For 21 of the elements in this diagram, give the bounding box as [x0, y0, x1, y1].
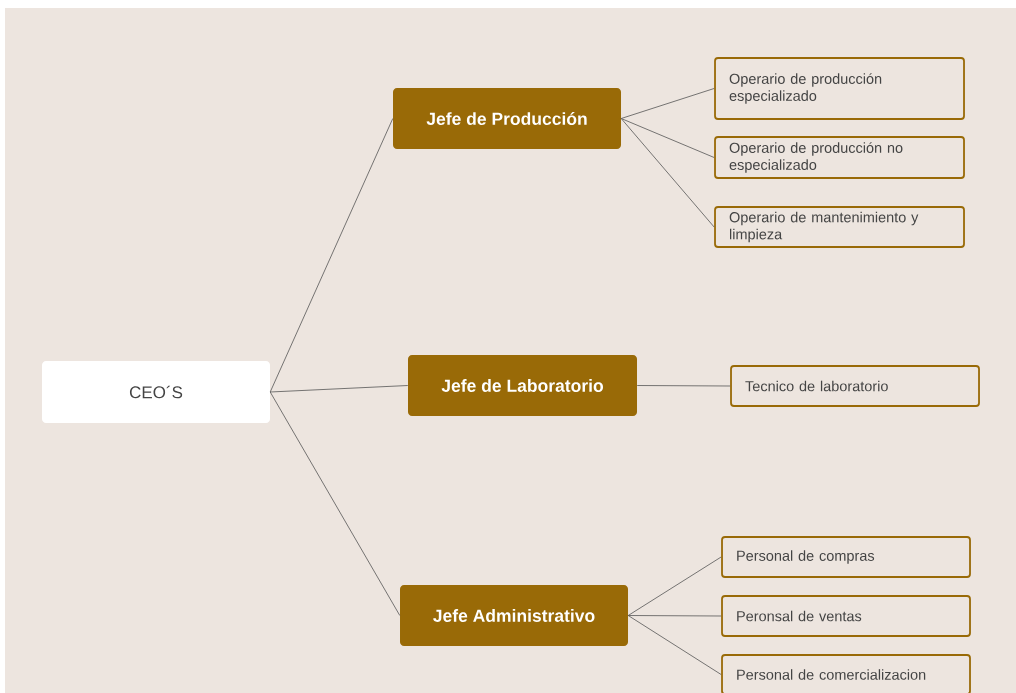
- connector-line: [627, 615, 722, 617]
- position-box: Personal de compras: [721, 536, 971, 578]
- role-box: Jefe de Producción: [393, 88, 621, 149]
- connector-line: [620, 118, 715, 228]
- connector-line: [269, 385, 409, 393]
- role-box: Jefe Administrativo: [400, 585, 628, 646]
- connector-line: [269, 391, 401, 616]
- connector-line: [627, 615, 722, 675]
- position-box: Operario de producción no especializado: [714, 136, 965, 179]
- position-box: Personal de comercializacion: [721, 654, 971, 693]
- connector-line: [620, 118, 715, 158]
- role-box: Jefe de Laboratorio: [408, 355, 637, 416]
- connector-line: [269, 118, 394, 393]
- position-box: Operario de producción especializado: [714, 57, 965, 120]
- connector-line: [620, 88, 715, 119]
- position-box: Operario de mantenimiento y limpieza: [714, 206, 965, 248]
- position-box: Peronsal de ventas: [721, 595, 971, 637]
- position-box: Tecnico de laboratorio: [730, 365, 980, 407]
- connector-line: [627, 556, 722, 616]
- person-box: CEO´S: [42, 361, 270, 423]
- connector-line: [636, 385, 731, 387]
